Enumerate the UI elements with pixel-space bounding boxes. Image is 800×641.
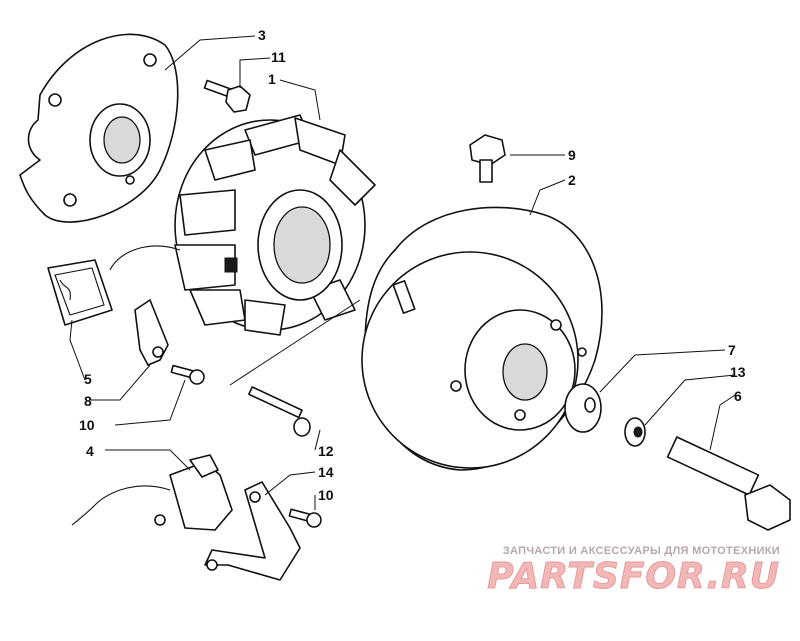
callout-7: 7 — [728, 342, 736, 358]
callout-13: 13 — [730, 364, 746, 380]
callout-11: 11 — [271, 49, 286, 65]
callout-10-upper: 10 — [79, 417, 95, 433]
pickup-block — [47, 259, 113, 326]
callout-3: 3 — [258, 27, 266, 43]
screw-10-upper — [170, 364, 205, 385]
watermark-logo: PARTSFOR.RU — [487, 556, 780, 597]
trigger-coil — [71, 454, 233, 531]
callout-2: 2 — [568, 172, 576, 188]
callout-6: 6 — [734, 388, 742, 404]
screw-11 — [203, 79, 251, 113]
watermark: ЗАПЧАСТИ И АКСЕССУАРЫ ДЛЯ МОТОТЕХНИКИ PA… — [480, 545, 780, 597]
callout-4: 4 — [86, 443, 94, 459]
callout-12: 12 — [318, 443, 334, 459]
bolt-9 — [469, 134, 506, 183]
washer-13 — [624, 417, 646, 447]
callout-14: 14 — [318, 464, 334, 480]
washer-7 — [564, 383, 602, 433]
screw-10-lower — [288, 508, 322, 528]
callout-1: 1 — [268, 71, 276, 87]
callout-10-lower: 10 — [318, 487, 334, 503]
bracket-14 — [204, 481, 301, 581]
bolt-6 — [666, 436, 791, 531]
flywheel — [361, 206, 603, 471]
stator-coils — [109, 114, 376, 336]
callout-labels: 3 11 1 9 2 7 13 6 5 8 10 12 4 14 10 — [79, 27, 746, 503]
leader-lines — [69, 35, 736, 510]
bolt-12 — [248, 386, 311, 437]
watermark-subtitle: ЗАПЧАСТИ И АКСЕССУАРЫ ДЛЯ МОТОТЕХНИКИ — [502, 545, 780, 557]
callout-9: 9 — [568, 147, 576, 163]
clip-8 — [134, 299, 169, 366]
callout-8: 8 — [84, 393, 92, 409]
stator-plate — [19, 33, 179, 223]
callout-5: 5 — [84, 371, 92, 387]
